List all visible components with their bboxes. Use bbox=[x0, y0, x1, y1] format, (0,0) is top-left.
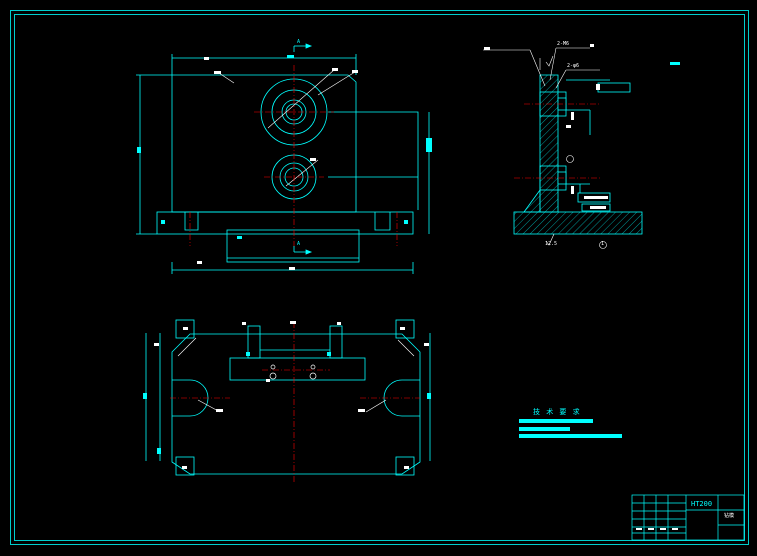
thread-note-1: 2-M6 bbox=[557, 41, 570, 47]
top-view bbox=[143, 319, 431, 482]
technical-requirements-title: 技 术 要 求 bbox=[533, 408, 581, 416]
section-view bbox=[483, 44, 643, 249]
circle-callout-label: 1 bbox=[601, 241, 605, 247]
title-block-part-name: 钻模 bbox=[724, 513, 735, 519]
section-marker-bottom: A bbox=[297, 241, 301, 247]
surface-finish-note: 12.5 bbox=[545, 241, 558, 247]
sheet-border bbox=[10, 10, 749, 545]
front-view bbox=[136, 43, 432, 274]
title-block bbox=[631, 494, 745, 541]
title-block-material: HT200 bbox=[691, 500, 713, 508]
technical-requirements bbox=[519, 419, 622, 438]
thread-note-2: 2-φ6 bbox=[567, 63, 580, 69]
section-marker-top: A bbox=[297, 39, 301, 45]
